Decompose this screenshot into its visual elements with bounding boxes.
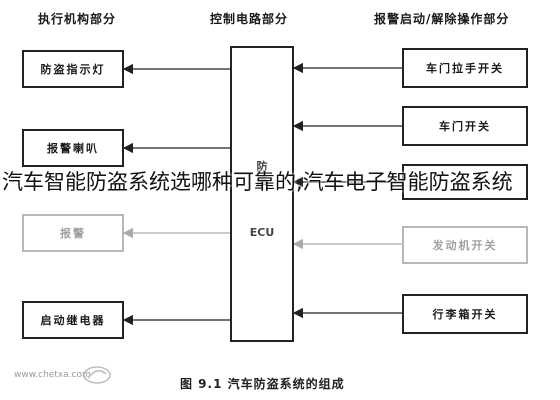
- box-starter-relay: 启动继电器: [22, 301, 124, 339]
- box-anti-theft-indicator: 防盗指示灯: [22, 50, 124, 88]
- ecu-label: ECU: [249, 226, 275, 239]
- header-actuators: 执行机构部分: [38, 12, 117, 26]
- ecu-block: 防 盗 ECU: [230, 46, 294, 342]
- figure-caption: 图 9.1 汽车防盗系统的组成: [180, 377, 345, 391]
- overlay-headline: 汽车智能防盗系统选哪种可靠的,汽车电子智能防盗系统: [2, 170, 513, 194]
- header-alarm-operation: 报警启动/解除操作部分: [374, 12, 510, 26]
- header-control-circuit: 控制电路部分: [210, 12, 289, 26]
- box-engine-switch: 发动机开关: [402, 226, 528, 264]
- box-door-switch: 车门开关: [402, 106, 528, 146]
- watermark-logo-icon: [83, 366, 111, 384]
- box-hidden-switch: [402, 164, 528, 200]
- box-alarm: 报警: [22, 214, 124, 252]
- box-alarm-horn: 报警喇叭: [22, 129, 124, 167]
- box-trunk-switch: 行李箱开关: [402, 294, 528, 334]
- box-door-handle-switch: 车门拉手开关: [402, 48, 528, 88]
- door-switch-label: 车门开关: [439, 120, 491, 133]
- ecu-vertical-label: 防 盗: [256, 160, 268, 187]
- watermark-url: www.chetxa.com: [14, 370, 91, 380]
